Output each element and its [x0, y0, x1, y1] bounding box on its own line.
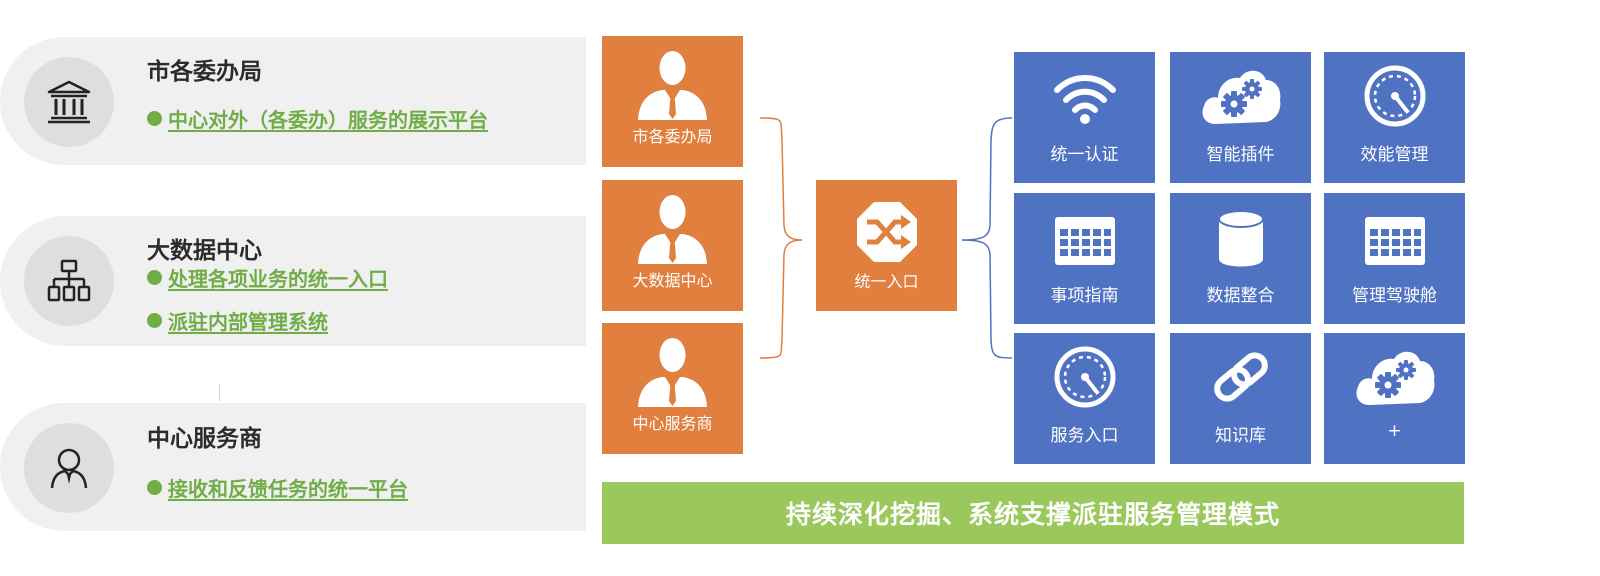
module-unified-auth[interactable]: 统一认证 — [1014, 52, 1155, 183]
module-label: + — [1387, 421, 1402, 441]
module-label: 事项指南 — [1050, 286, 1119, 306]
module-label: 数据整合 — [1206, 286, 1275, 306]
module-efficiency-mgmt[interactable]: 效能管理 — [1324, 52, 1465, 183]
role-panel-city-bureaus: 市各委办局 中心对外（各委办）服务的展示平台 — [0, 37, 586, 165]
person-outline-icon — [24, 423, 114, 513]
role-item[interactable]: 派驻内部管理系统 — [147, 306, 328, 335]
calendar-grid-icon — [1054, 217, 1115, 265]
bullet-dot — [147, 480, 162, 495]
blue-bracket — [961, 117, 1013, 359]
calendar-grid-icon — [1364, 217, 1425, 265]
module-label: 统一认证 — [1050, 145, 1119, 165]
businessman-icon — [638, 338, 707, 407]
shuffle-octagon-icon — [857, 202, 917, 262]
module-item-guide[interactable]: 事项指南 — [1014, 193, 1155, 324]
orange-bracket — [759, 117, 803, 359]
role-item-link[interactable]: 派驻内部管理系统 — [168, 310, 328, 334]
user-tile-big-data-center[interactable]: 大数据中心 — [602, 180, 743, 311]
user-tile-label: 市各委办局 — [632, 127, 713, 146]
role-item-link[interactable]: 处理各项业务的统一入口 — [168, 267, 388, 291]
role-item-link[interactable]: 中心对外（各委办）服务的展示平台 — [168, 108, 488, 132]
module-mgmt-cockpit[interactable]: 管理驾驶舱 — [1324, 193, 1465, 324]
user-tile-label: 大数据中心 — [632, 271, 713, 290]
org-chart-icon — [24, 236, 114, 326]
building-icon — [24, 57, 114, 147]
bullet-dot — [147, 111, 162, 126]
bullet-dot — [147, 270, 162, 285]
divider-line — [219, 384, 220, 402]
role-panel-service-provider: 中心服务商 接收和反馈任务的统一平台 — [0, 403, 586, 531]
cloud-gears-icon — [1202, 70, 1280, 124]
module-knowledge-base[interactable]: 知识库 — [1170, 333, 1311, 464]
bullet-dot — [147, 313, 162, 328]
entry-tile[interactable]: 统一入口 — [816, 180, 957, 311]
gauge-icon — [1054, 346, 1115, 408]
banner-text: 持续深化挖掘、系统支撑派驻服务管理模式 — [785, 500, 1280, 529]
module-smart-plugin[interactable]: 智能插件 — [1170, 52, 1311, 183]
module-data-integration[interactable]: 数据整合 — [1170, 193, 1311, 324]
gauge-icon — [1364, 65, 1425, 127]
role-item[interactable]: 处理各项业务的统一入口 — [147, 263, 388, 292]
entry-label: 统一入口 — [854, 272, 919, 291]
module-more[interactable]: + — [1324, 333, 1465, 464]
user-tile-city-bureaus[interactable]: 市各委办局 — [602, 36, 743, 167]
module-service-entry[interactable]: 服务入口 — [1014, 333, 1155, 464]
cloud-gears-icon — [1356, 351, 1434, 405]
module-label: 智能插件 — [1206, 145, 1275, 165]
bottom-banner: 持续深化挖掘、系统支撑派驻服务管理模式 — [602, 482, 1464, 544]
wifi-icon — [1053, 75, 1116, 124]
role-title: 中心服务商 — [147, 426, 262, 452]
module-label: 效能管理 — [1360, 145, 1429, 165]
role-title: 大数据中心 — [147, 238, 262, 264]
user-tile-label: 中心服务商 — [632, 414, 713, 433]
module-label: 服务入口 — [1050, 426, 1119, 446]
user-tile-service-provider[interactable]: 中心服务商 — [602, 323, 743, 454]
module-label: 管理驾驶舱 — [1352, 286, 1437, 306]
role-panel-big-data-center: 大数据中心 处理各项业务的统一入口 派驻内部管理系统 — [0, 216, 586, 346]
link-icon — [1213, 352, 1268, 402]
role-item-link[interactable]: 接收和反馈任务的统一平台 — [168, 477, 408, 501]
businessman-icon — [638, 195, 707, 264]
businessman-icon — [638, 51, 707, 120]
database-icon — [1217, 210, 1264, 267]
module-label: 知识库 — [1215, 426, 1266, 446]
role-item[interactable]: 接收和反馈任务的统一平台 — [147, 473, 408, 502]
role-item[interactable]: 中心对外（各委办）服务的展示平台 — [147, 104, 488, 133]
role-title: 市各委办局 — [147, 59, 262, 85]
